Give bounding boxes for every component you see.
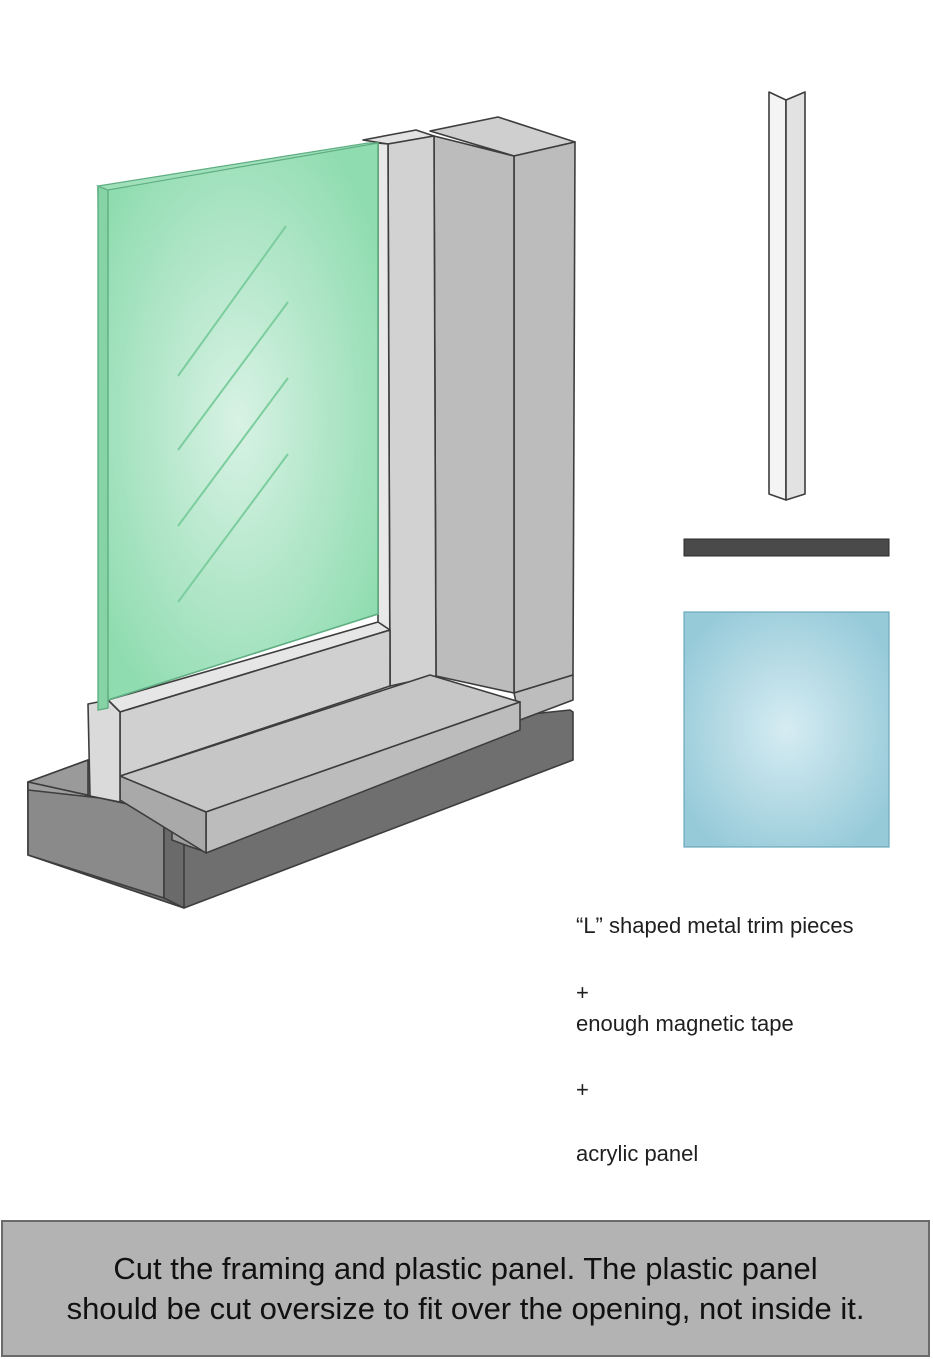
window-side-column	[429, 116, 576, 694]
instruction-caption: Cut the framing and plastic panel. The p…	[1, 1220, 930, 1357]
window-sill	[119, 674, 521, 854]
l-trim-piece	[768, 91, 806, 501]
acrylic-panel	[683, 611, 890, 848]
plus-sign: +	[576, 1077, 589, 1102]
window-lower-rail	[87, 621, 391, 803]
magnetic-tape	[683, 538, 890, 557]
glass-panel	[95, 142, 379, 711]
panel-label: acrylic panel	[576, 1141, 699, 1166]
instruction-line-2: should be cut oversize to fit over the o…	[66, 1290, 865, 1326]
window-frame	[27, 116, 576, 909]
trim-label: “L” shaped metal trim pieces	[576, 913, 854, 938]
glass-reflection-lines	[177, 225, 289, 603]
tape-label: enough magnetic tape	[576, 1011, 794, 1036]
instruction-line-1: Cut the framing and plastic panel. The p…	[113, 1250, 818, 1286]
plus-sign: +	[576, 980, 589, 1005]
